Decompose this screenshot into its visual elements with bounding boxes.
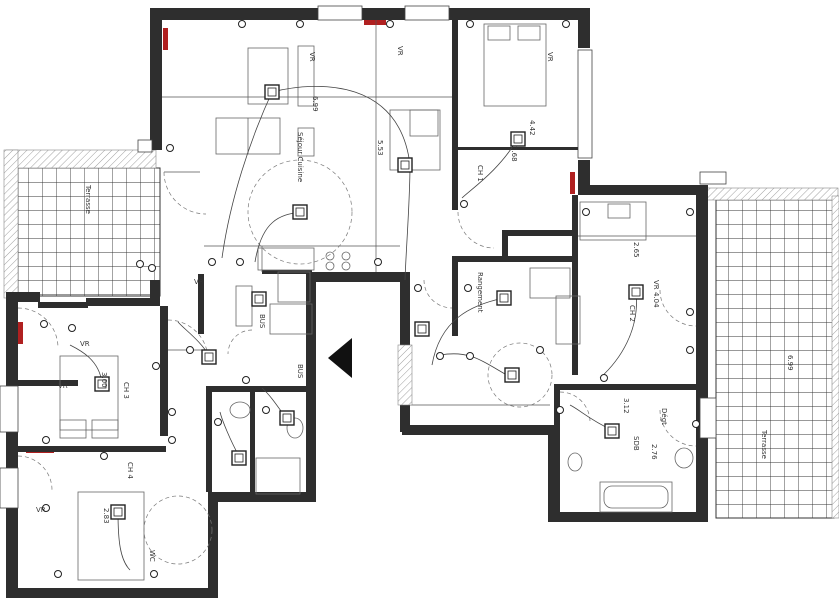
light-icon [201, 349, 217, 365]
vr-symbol: VR [396, 46, 404, 56]
windows [0, 5, 727, 509]
dim-sdb-h: 2.76 [650, 444, 658, 460]
light-icon [414, 321, 430, 337]
room-label-ch4: CH 4 [126, 462, 134, 479]
light-icon [604, 423, 620, 439]
light-icon [110, 504, 126, 520]
dim-sejour-h: 6.99 [311, 96, 319, 112]
dim-ch2-h: 4.04 [652, 292, 660, 308]
light-icon [496, 290, 512, 306]
light-icon [264, 84, 280, 100]
dim-ch1-h: 3.68 [510, 146, 518, 162]
bus-symbol: BUS [296, 364, 304, 379]
vr-symbol: VR [80, 340, 90, 348]
room-label-ch3: CH 3 [122, 382, 130, 399]
vr-symbol: VR [58, 382, 68, 390]
room-label-ch1: CH 1 [476, 165, 484, 182]
bus-symbol: BUS [258, 314, 266, 329]
dim-ch4-w: 2.83 [102, 508, 110, 524]
terrace-left: Terrasse [3, 149, 161, 299]
door-swings [17, 159, 697, 565]
room-label-degt: Dégt [660, 408, 668, 425]
dimension-labels: 5.53 6.99 4.42 3.68 2.65 4.04 3.00 2.83 … [100, 96, 660, 524]
room-label-wc: WC [148, 550, 156, 562]
entrance-arrow-icon [328, 338, 352, 378]
inner-lines [162, 20, 696, 406]
furniture [59, 23, 694, 581]
terrace-right-label: Terrasse [760, 429, 768, 459]
light-icon [510, 131, 526, 147]
terrace-right-dim: 6.99 [786, 355, 794, 371]
dim-sejour-w: 5.53 [376, 140, 384, 156]
terrace-left-label: Terrasse [84, 184, 92, 214]
room-label-sejour: Séjour Cuisine [296, 132, 304, 182]
dim-sdb-w: 3.12 [622, 398, 630, 414]
light-points [94, 84, 644, 520]
dim-ch3-w: 3.00 [100, 372, 108, 388]
light-icon [397, 157, 413, 173]
dim-ch2-w: 2.65 [632, 242, 640, 258]
light-icon [292, 204, 308, 220]
light-icon [279, 410, 295, 426]
vr-symbol: VR [36, 506, 46, 514]
light-icon [628, 284, 644, 300]
terrace-right: Terrasse 6.99 [705, 187, 839, 519]
room-labels: Séjour Cuisine CH 1 CH 2 CH 3 CH 4 SDB D… [122, 132, 668, 562]
vr-symbol: VR [194, 278, 204, 286]
vr-symbol: VR [546, 52, 554, 62]
entry-hatch [397, 344, 413, 406]
electrical-wires [69, 85, 637, 571]
light-icon [94, 376, 110, 392]
dim-ch1-w: 4.42 [528, 120, 536, 136]
sockets [40, 20, 700, 578]
room-label-rangement: Rangement [476, 272, 484, 313]
vr-symbol: VR [308, 52, 316, 62]
light-icon [231, 450, 247, 466]
electrical-symbols: VR VR VR VR VR VR VR VR BUS BUS [36, 46, 660, 514]
room-label-sdb: SDB [632, 436, 640, 451]
light-icon [504, 367, 520, 383]
vr-symbol: VR [652, 280, 660, 290]
light-icon [251, 291, 267, 307]
interior-walls [18, 20, 700, 492]
room-label-ch2: CH 2 [628, 305, 636, 322]
